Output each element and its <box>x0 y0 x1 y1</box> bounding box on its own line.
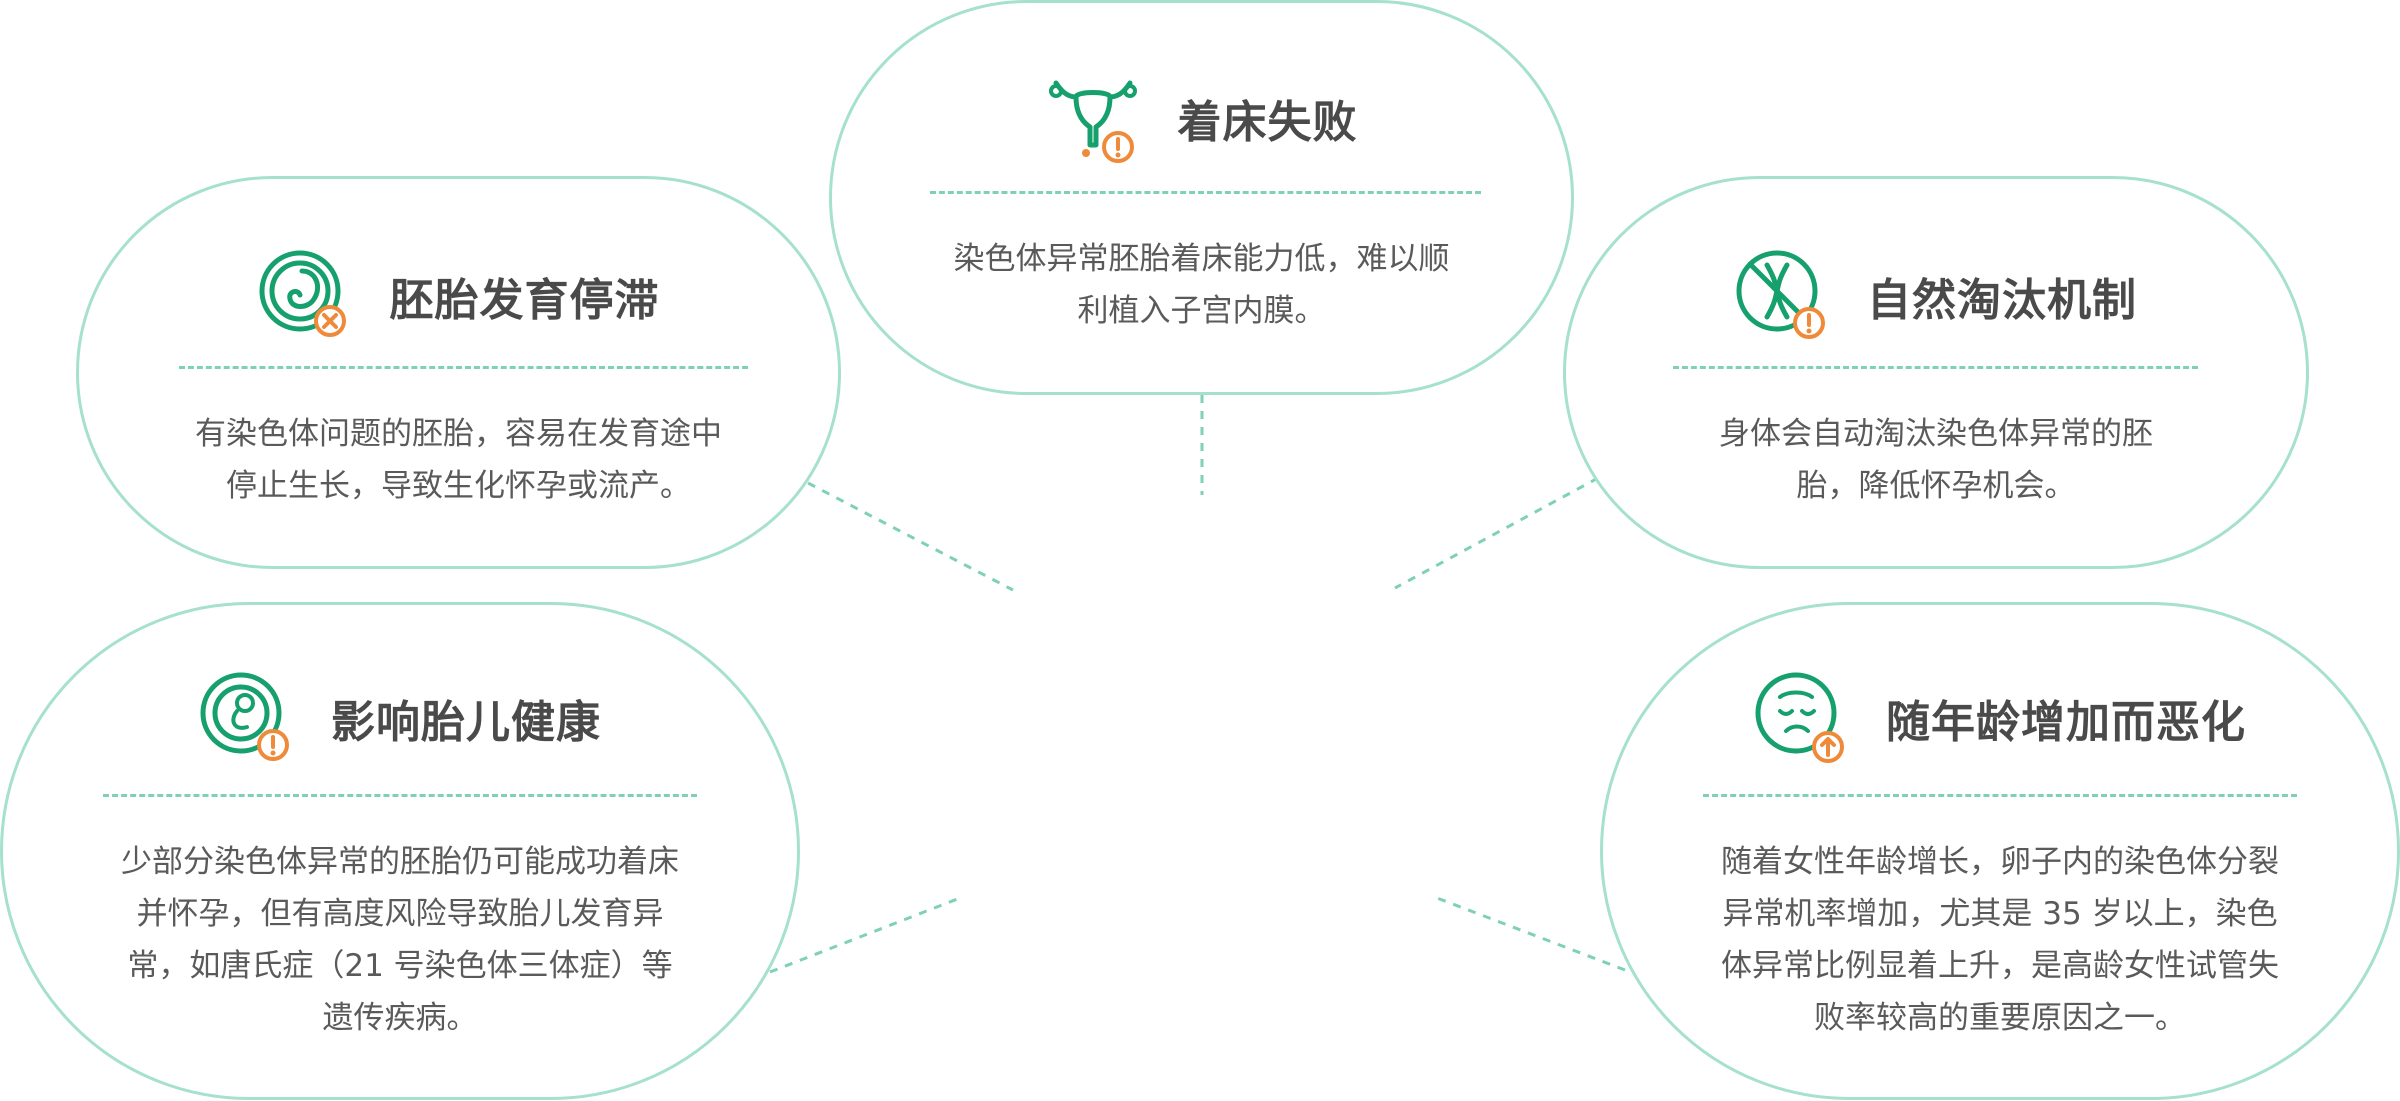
card-header: 胚胎发育停滞 <box>79 249 838 343</box>
card-title: 胚胎发育停滞 <box>389 275 660 326</box>
connector-stagnation <box>807 481 1014 592</box>
card-title: 着床失败 <box>1177 97 1358 148</box>
card-embryo-stagnation: 胚胎发育停滞 有染色体问题的胚胎，容易在发育途中 停止生长，导致生化怀孕或流产。 <box>76 176 841 569</box>
card-title: 随年龄增加而恶化 <box>1886 697 2246 748</box>
description-line: 随着女性年龄增长，卵子内的染色体分裂 <box>1721 844 2279 880</box>
card-header: 影响胎儿健康 <box>3 671 797 765</box>
card-divider <box>103 794 697 797</box>
description-line: 染色体异常胚胎着床能力低，难以顺 <box>953 241 1450 277</box>
card-divider <box>1703 794 2297 797</box>
card-divider <box>179 366 748 369</box>
card-description: 身体会自动淘汰染色体异常的胚 胎，降低怀孕机会。 <box>1626 408 2246 512</box>
description-line: 停止生长，导致生化怀孕或流产。 <box>226 468 691 504</box>
card-description: 随着女性年龄增长，卵子内的染色体分裂 异常机率增加，尤其是 35 岁以上，染色 … <box>1633 836 2367 1044</box>
description-line: 胎，降低怀孕机会。 <box>1796 468 2076 504</box>
card-description: 有染色体问题的胚胎，容易在发育途中 停止生长，导致生化怀孕或流产。 <box>119 408 798 512</box>
card-description: 少部分染色体异常的胚胎仍可能成功着床 并怀孕，但有高度风险导致胎儿发育异 常，如… <box>33 836 767 1044</box>
uterus-alert-icon <box>1046 71 1140 165</box>
fetus-alert-icon <box>199 671 293 765</box>
card-age-worsening: 随年龄增加而恶化 随着女性年龄增长，卵子内的染色体分裂 异常机率增加，尤其是 3… <box>1600 602 2400 1100</box>
card-natural-selection: 自然淘汰机制 身体会自动淘汰染色体异常的胚 胎，降低怀孕机会。 <box>1563 176 2309 569</box>
card-implantation-failure: 着床失败 染色体异常胚胎着床能力低，难以顺 利植入子宫内膜。 <box>829 0 1574 395</box>
card-title: 自然淘汰机制 <box>1867 275 2137 326</box>
card-fetal-health: 影响胎儿健康 少部分染色体异常的胚胎仍可能成功着床 并怀孕，但有高度风险导致胎儿… <box>0 602 800 1100</box>
sad-face-up-icon <box>1754 671 1848 765</box>
embryo-x-icon <box>258 249 352 343</box>
description-line: 利植入子宫内膜。 <box>1077 293 1326 329</box>
connector-age <box>1436 896 1626 972</box>
card-divider <box>1673 366 2198 369</box>
description-line: 体异常比例显着上升，是高龄女性试管失 <box>1721 948 2279 984</box>
description-line: 败率较高的重要原因之一。 <box>1814 1000 2186 1036</box>
description-line: 异常机率增加，尤其是 35 岁以上，染色 <box>1722 896 2278 932</box>
connector-fetal-health <box>769 896 961 974</box>
description-line: 有染色体问题的胚胎，容易在发育途中 <box>195 416 722 452</box>
description-line: 并怀孕，但有高度风险导致胎儿发育异 <box>136 896 664 932</box>
card-header: 着床失败 <box>832 71 1571 165</box>
connector-selection <box>1394 476 1599 590</box>
description-line: 身体会自动淘汰染色体异常的胚 <box>1719 416 2153 452</box>
description-line: 少部分染色体异常的胚胎仍可能成功着床 <box>121 844 679 880</box>
card-header: 自然淘汰机制 <box>1566 249 2306 343</box>
chromosome-blocked-icon <box>1735 249 1829 343</box>
card-header: 随年龄增加而恶化 <box>1603 671 2397 765</box>
card-description: 染色体异常胚胎着床能力低，难以顺 利植入子宫内膜。 <box>892 233 1511 337</box>
card-divider <box>930 191 1481 194</box>
description-line: 常，如唐氏症（21 号染色体三体症）等 <box>127 948 673 984</box>
card-title: 影响胎儿健康 <box>331 697 601 748</box>
description-line: 遗传疾病。 <box>322 1000 478 1036</box>
